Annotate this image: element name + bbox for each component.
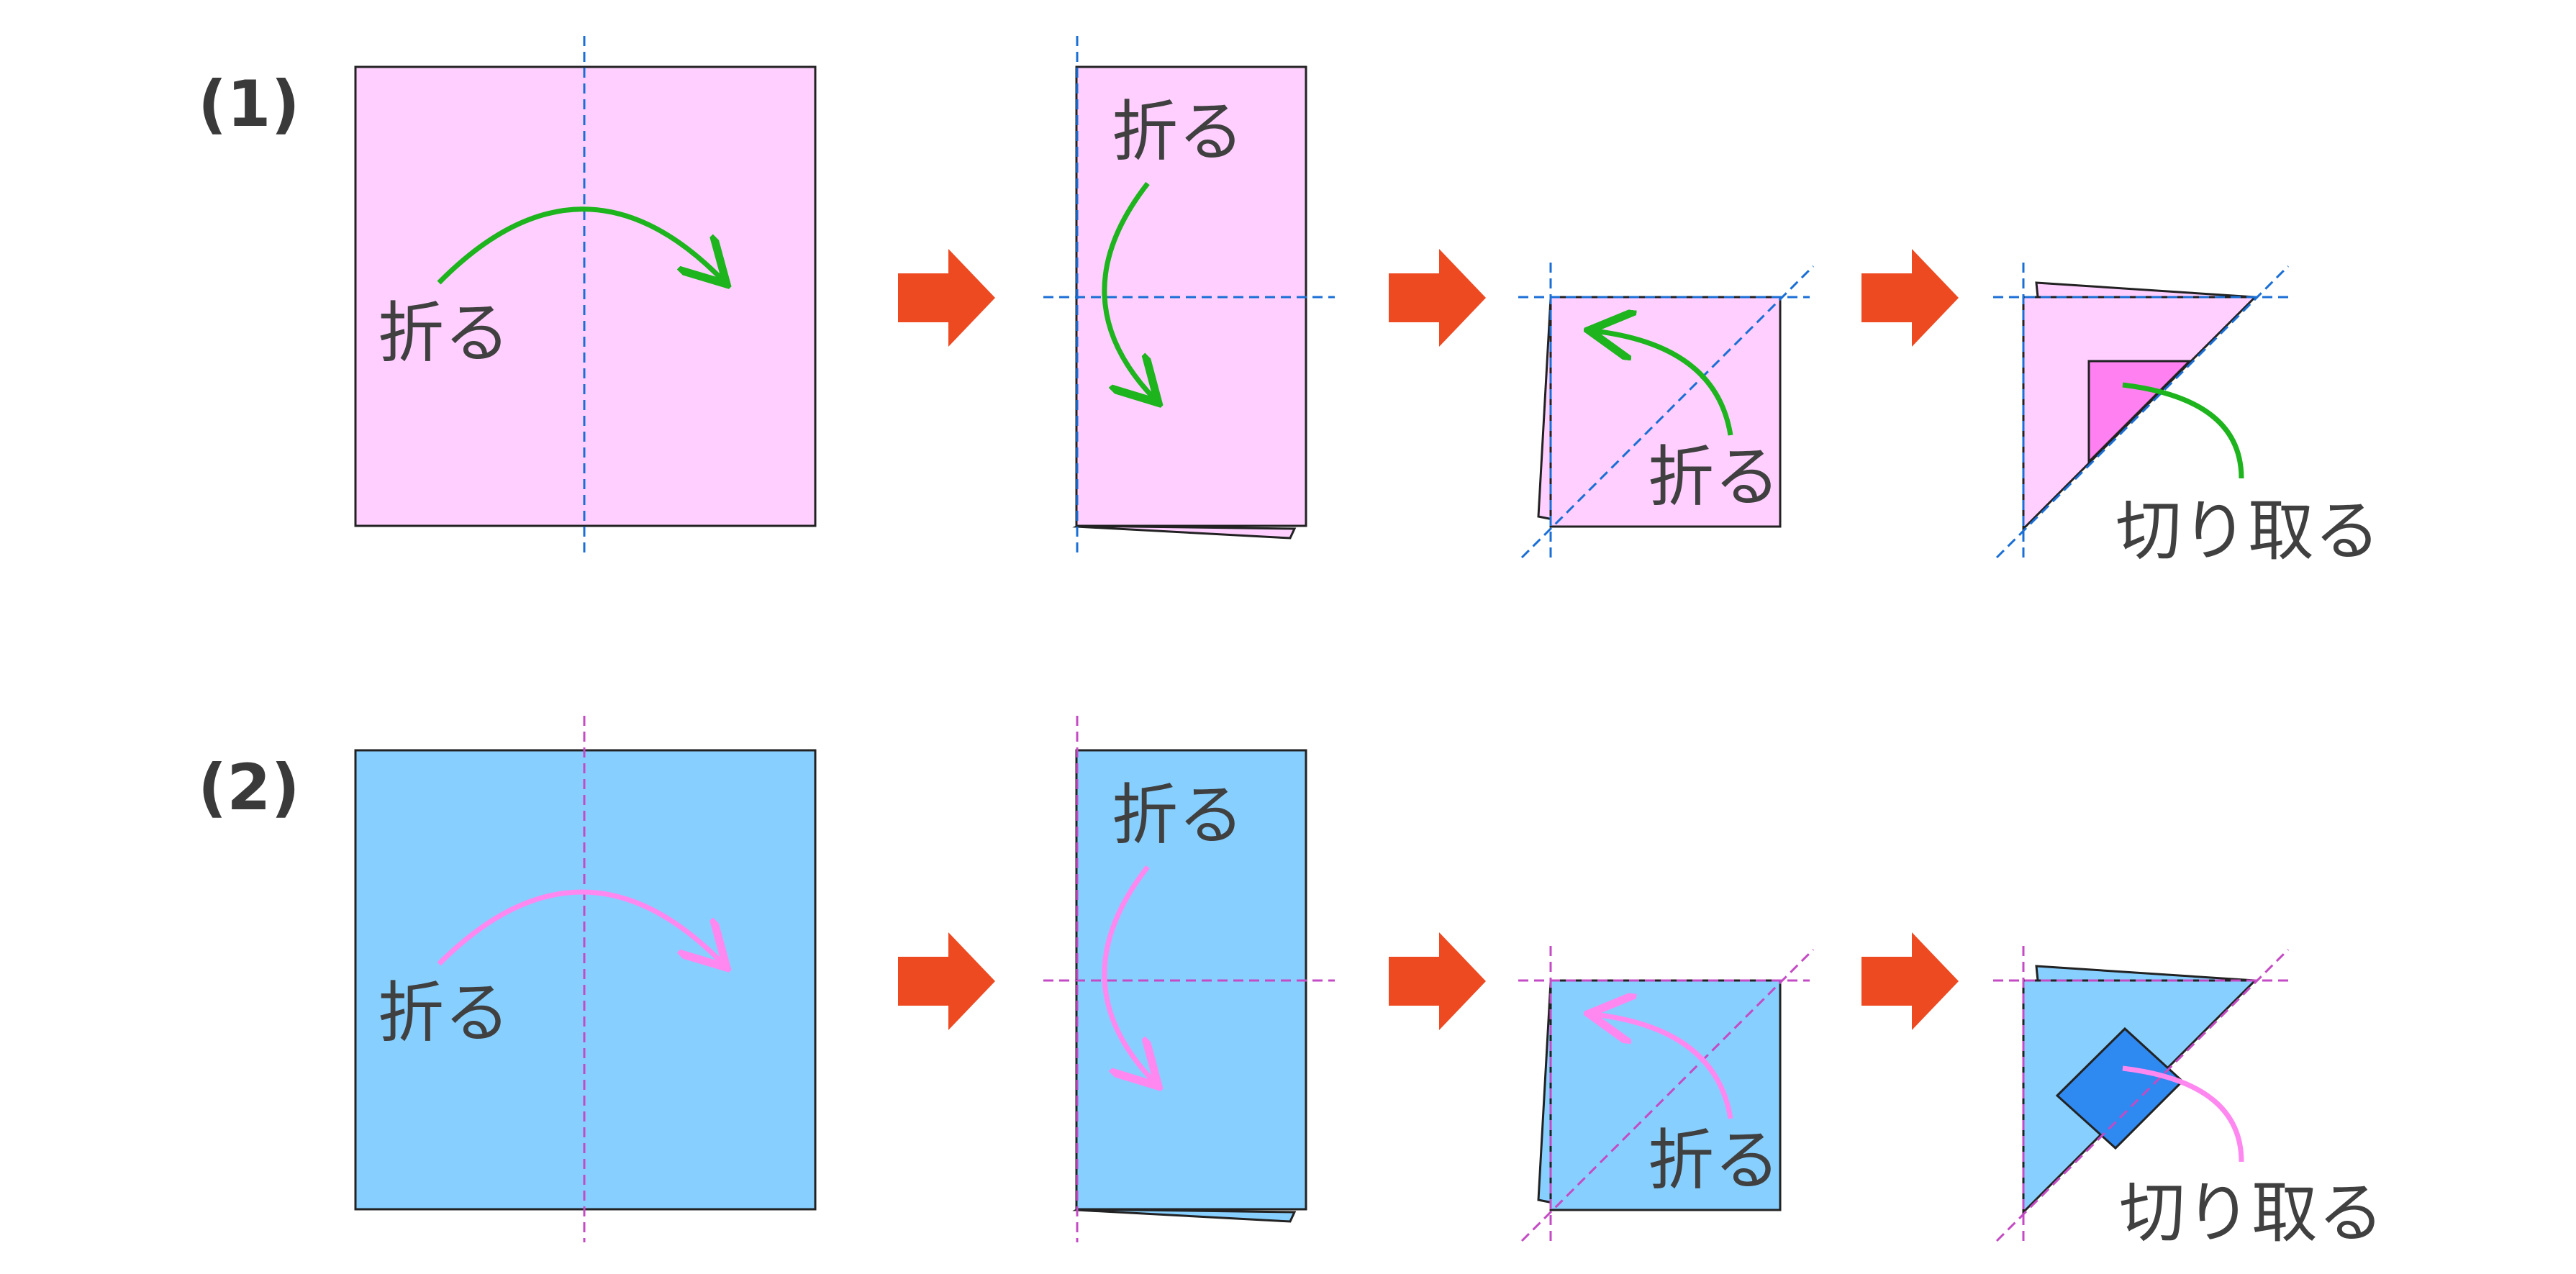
fold-direction-arrow (1594, 331, 1733, 436)
row1-step2-half-paper: 折る (1043, 36, 1335, 558)
fold-line-diagonal (1520, 948, 1815, 1242)
fold-label: 折る (378, 295, 510, 372)
cut-region (2087, 360, 2192, 465)
cut-pointer-line (2122, 1065, 2244, 1162)
step-arrow (1389, 249, 1486, 347)
back-layer (1072, 1208, 1297, 1223)
row2-step1-square-paper: 折る (354, 716, 817, 1242)
row-2: (2) 折る 折る 折る (198, 716, 2384, 1252)
back-layer (2035, 965, 2256, 982)
fold-direction-arrow (437, 206, 723, 283)
step-arrow (1861, 249, 1959, 347)
fold-line-diagonal (1520, 265, 1815, 559)
fold-direction-arrow (437, 889, 723, 964)
row2-step3-quarter-paper: 折る (1518, 946, 1815, 1242)
fold-direction-arrow (1594, 1014, 1733, 1119)
step-arrow (1389, 932, 1486, 1030)
cut-label: 切り取る (2119, 1175, 2384, 1252)
row1-step3-quarter-paper: 折る (1518, 263, 1815, 559)
row1-step4-triangle-paper: 切り取る (1993, 263, 2380, 570)
step-arrow (898, 249, 995, 347)
cut-label: 切り取る (2115, 493, 2380, 570)
row-1: (1) 折る 折る 折る (198, 36, 2380, 570)
back-layer (2035, 281, 2256, 299)
fold-label: 折る (1112, 777, 1244, 854)
fold-label: 折る (1648, 1122, 1780, 1199)
fold-label: 折る (378, 975, 510, 1052)
cut-pointer-line (2122, 382, 2244, 479)
step-arrow (898, 932, 995, 1030)
row2-step2-half-paper: 折る (1043, 716, 1335, 1242)
fold-label: 折る (1112, 94, 1244, 170)
fold-direction-arrow (1102, 181, 1155, 399)
row2-step4-triangle-paper: 切り取る (1993, 946, 2384, 1252)
row-number: (2) (198, 750, 300, 824)
fold-line-diagonal (1995, 948, 2290, 1242)
row-number: (1) (198, 67, 300, 141)
fold-label: 折る (1648, 439, 1780, 516)
step-arrow (1861, 932, 1959, 1030)
fold-line-diagonal (1995, 265, 2290, 559)
back-layer (1072, 524, 1297, 540)
fold-direction-arrow (1102, 865, 1155, 1083)
row1-step1-square-paper: 折る (354, 36, 817, 558)
